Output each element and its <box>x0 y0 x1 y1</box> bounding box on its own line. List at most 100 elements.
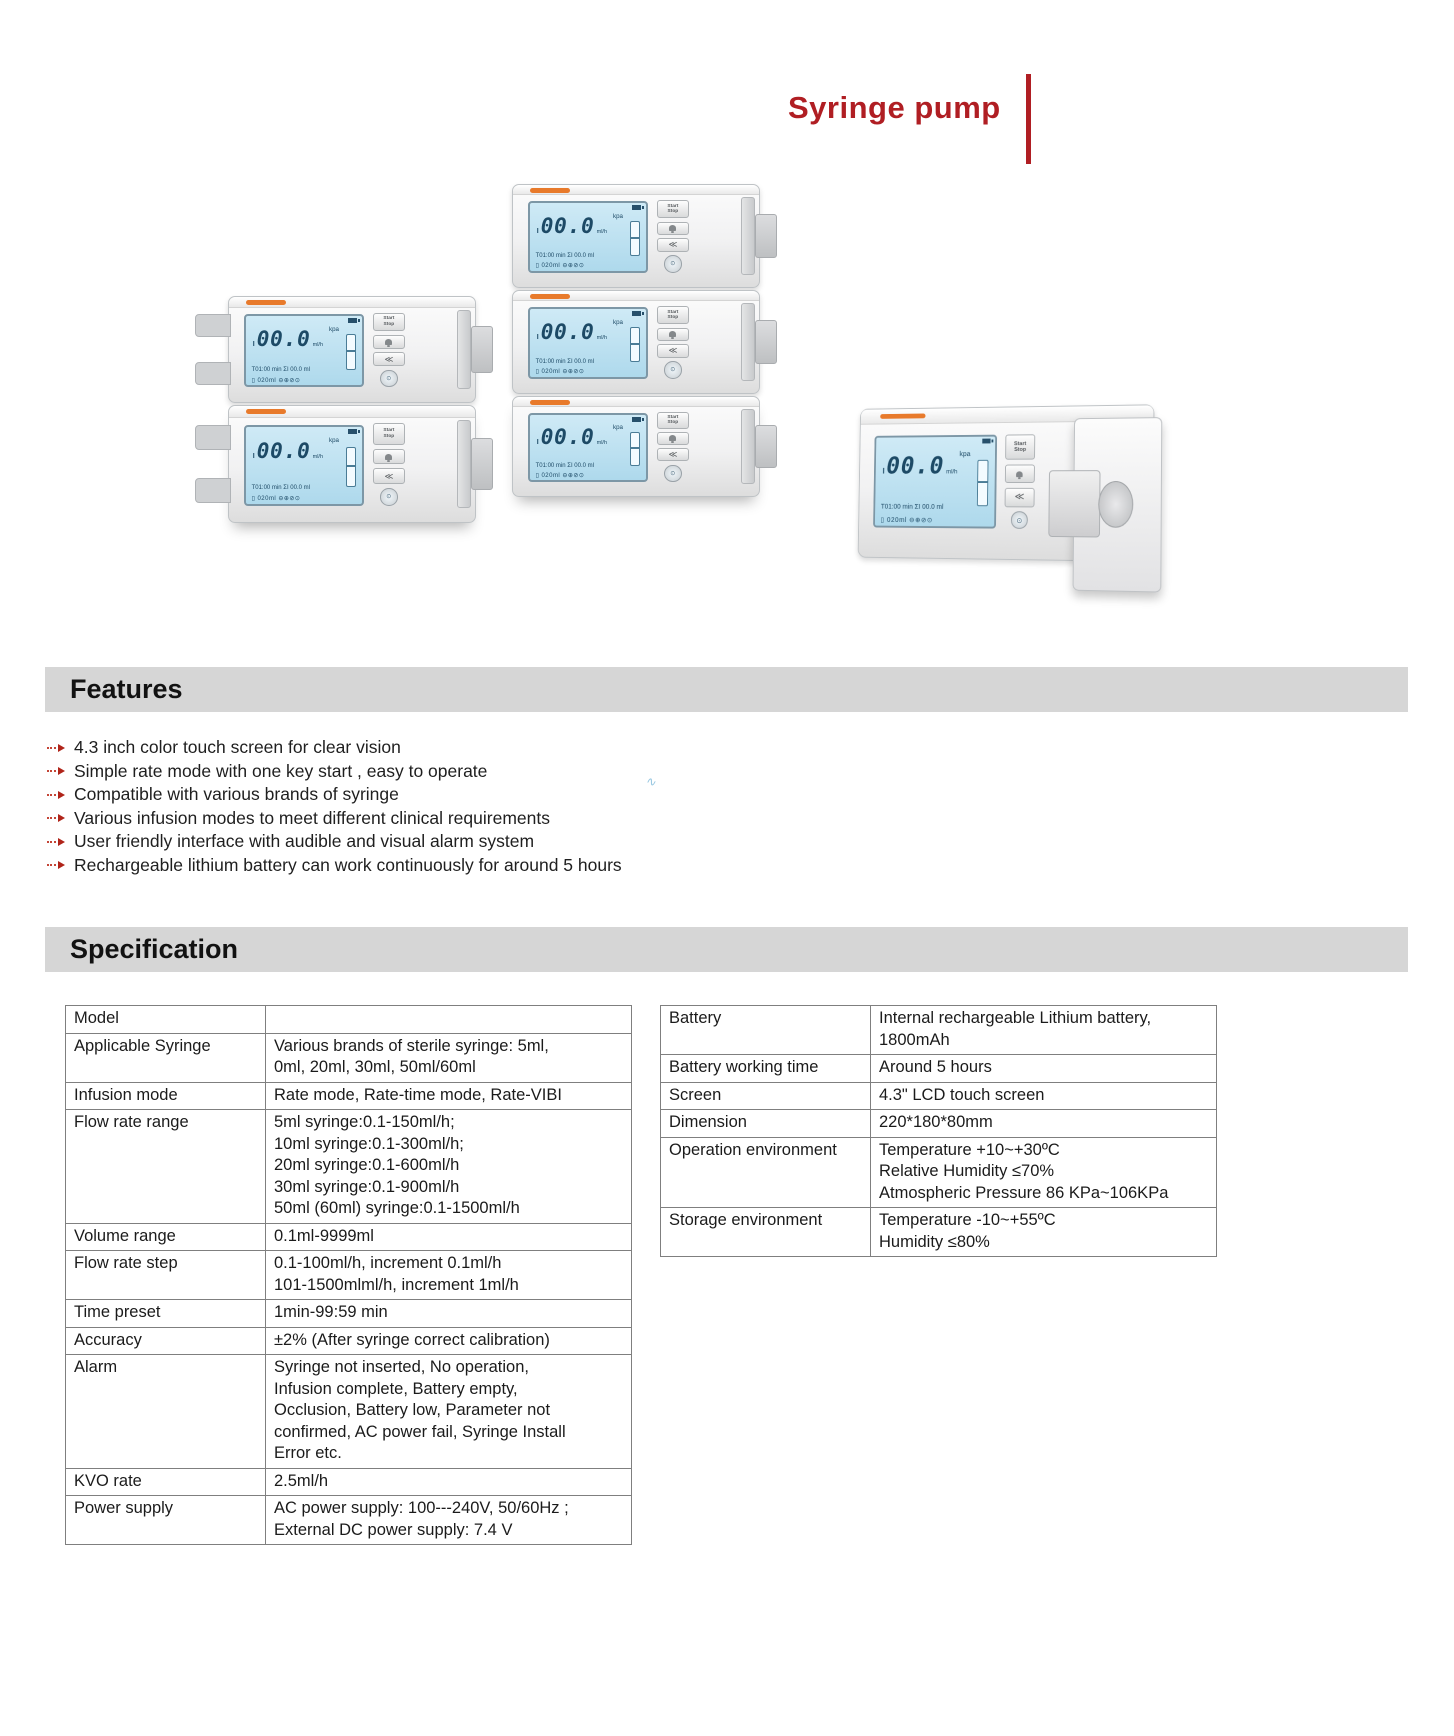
syringe-pump-image: I 00.0 ml/h kpa T01:00 min ΣI 00.0 ml ▯ … <box>194 296 494 403</box>
syringe-pump-image: I 00.0 ml/h kpa T01:00 min ΣI 00.0 ml ▯ … <box>512 396 778 497</box>
lcd-rate-value: 00.0 <box>540 320 595 345</box>
spec-value: Temperature -10~+55ºC Humidity ≤80% <box>870 1207 1217 1257</box>
fast-forward-button: ≪ <box>372 352 405 366</box>
bell-icon <box>669 225 677 234</box>
pump-body: I 00.0 ml/h kpa T01:00 min ΣI 00.0 ml ▯ … <box>194 296 494 403</box>
start-label: Start <box>383 316 395 322</box>
start-label: Start <box>383 428 395 434</box>
spec-value: 0.1-100ml/h, increment 0.1ml/h 101-1500m… <box>265 1250 632 1300</box>
page-title: Syringe pump <box>788 90 1001 125</box>
start-stop-button: Start Stop <box>1005 434 1036 461</box>
spec-label: Dimension <box>660 1109 871 1138</box>
fast-forward-button: ≪ <box>656 238 689 252</box>
lcd-info-line: T01:00 min ΣI 00.0 ml <box>251 367 310 374</box>
lcd-rate-unit: ml/h <box>312 341 324 348</box>
syringe-level-icon <box>977 459 989 507</box>
pump-lid <box>229 297 475 308</box>
battery-icon <box>981 438 991 444</box>
syringe-clamp-rail <box>740 408 756 485</box>
stop-label: Stop <box>1014 447 1027 454</box>
start-stop-button: Start Stop <box>656 306 689 325</box>
spec-label: Flow rate range <box>65 1109 266 1224</box>
syringe-level-icon <box>629 326 641 362</box>
battery-icon <box>632 416 645 422</box>
syringe-pump-image: I 00.0 ml/h kpa T01:00 min ΣI 00.0 ml ▯ … <box>194 405 494 523</box>
spec-label: Power supply <box>65 1495 266 1545</box>
lcd-icon-row: ▯ 020ml ⊖⊕⊘⊙ <box>880 515 933 525</box>
spec-value: AC power supply: 100---240V, 50/60Hz ; E… <box>265 1495 632 1545</box>
syringe-level-icon <box>629 431 641 466</box>
spec-value: 0.1ml-9999ml <box>265 1222 632 1251</box>
syringe-clamp-rail <box>456 419 472 509</box>
start-stop-button: Start Stop <box>656 411 689 429</box>
spec-value: 220*180*80mm <box>870 1109 1217 1138</box>
start-label: Start <box>667 203 679 209</box>
pump-lid <box>229 406 475 418</box>
button-panel: Start Stop ≪ ⊙ <box>1004 434 1036 529</box>
lcd-rate-readout: I 00.0 ml/h <box>537 320 607 344</box>
lcd-icon-row: ▯ 020ml ⊖⊕⊘⊙ <box>251 496 301 503</box>
orange-accent-strip <box>246 409 286 415</box>
syringe-level-icon <box>629 220 641 256</box>
lcd-pressure-unit: kpa <box>613 212 623 220</box>
syringe-flag-icon: I <box>252 340 255 348</box>
orange-accent-strip <box>530 294 570 300</box>
spec-value: 1min-99:59 min <box>265 1299 632 1328</box>
syringe-flag-icon: I <box>536 334 539 342</box>
feature-text: User friendly interface with audible and… <box>74 831 535 852</box>
lcd-screen: I 00.0 ml/h kpa T01:00 min ΣI 00.0 ml ▯ … <box>243 424 365 506</box>
bell-icon <box>1016 471 1024 477</box>
lcd-rate-unit: ml/h <box>312 453 324 460</box>
feature-item: Rechargeable lithium battery can work co… <box>47 854 1027 878</box>
spec-value <box>265 1005 632 1034</box>
title-divider <box>1026 74 1031 164</box>
clamp-knob <box>755 319 778 365</box>
spec-label: KVO rate <box>65 1467 266 1496</box>
spec-label: Volume range <box>65 1222 266 1251</box>
lcd-screen: I 00.0 ml/h kpa T01:00 min ΣI 00.0 ml ▯ … <box>527 412 649 483</box>
spec-value: ±2% (After syringe correct calibration) <box>265 1326 632 1355</box>
battery-icon <box>632 205 645 211</box>
stop-label: Stop <box>667 420 679 426</box>
pump-claw <box>194 424 232 504</box>
lcd-rate-value: 00.0 <box>256 326 311 351</box>
feature-item: 4.3 inch color touch screen for clear vi… <box>47 736 1027 760</box>
syringe-pump-image: I 00.0 ml/h kpa T01:00 min ΣI 00.0 ml ▯ … <box>836 404 1163 593</box>
spec-label: Accuracy <box>65 1326 266 1355</box>
syringe-driver-head <box>1072 417 1163 593</box>
spec-label: Flow rate step <box>65 1250 266 1300</box>
arrow-bullet-icon <box>47 838 65 846</box>
spec-label: Battery <box>660 1005 871 1055</box>
lcd-pressure-unit: kpa <box>329 325 339 333</box>
lcd-icon-row: ▯ 020ml ⊖⊕⊘⊙ <box>535 472 585 479</box>
spec-label: Time preset <box>65 1299 266 1328</box>
syringe-flag-icon: I <box>252 452 255 460</box>
fast-forward-button: ≪ <box>1004 488 1035 508</box>
stop-label: Stop <box>667 315 679 321</box>
alarm-button <box>656 221 689 235</box>
start-stop-button: Start Stop <box>656 200 689 219</box>
button-panel: Start Stop ≪ ⊙ <box>372 423 405 506</box>
lcd-rate-readout: I 00.0 ml/h <box>253 439 323 463</box>
power-button: ⊙ <box>380 369 398 388</box>
pump-lid <box>513 397 759 407</box>
alarm-button <box>656 432 689 445</box>
bell-icon <box>669 331 677 340</box>
lcd-icon-row: ▯ 020ml ⊖⊕⊘⊙ <box>535 263 585 270</box>
pump-lid <box>513 185 759 196</box>
feature-text: Simple rate mode with one key start , ea… <box>74 760 488 781</box>
feature-item: Compatible with various brands of syring… <box>47 783 1027 807</box>
ink-mark: ∿ <box>645 774 656 789</box>
lcd-info-line: T01:00 min ΣI 00.0 ml <box>535 253 594 260</box>
feature-item: User friendly interface with audible and… <box>47 830 1027 854</box>
